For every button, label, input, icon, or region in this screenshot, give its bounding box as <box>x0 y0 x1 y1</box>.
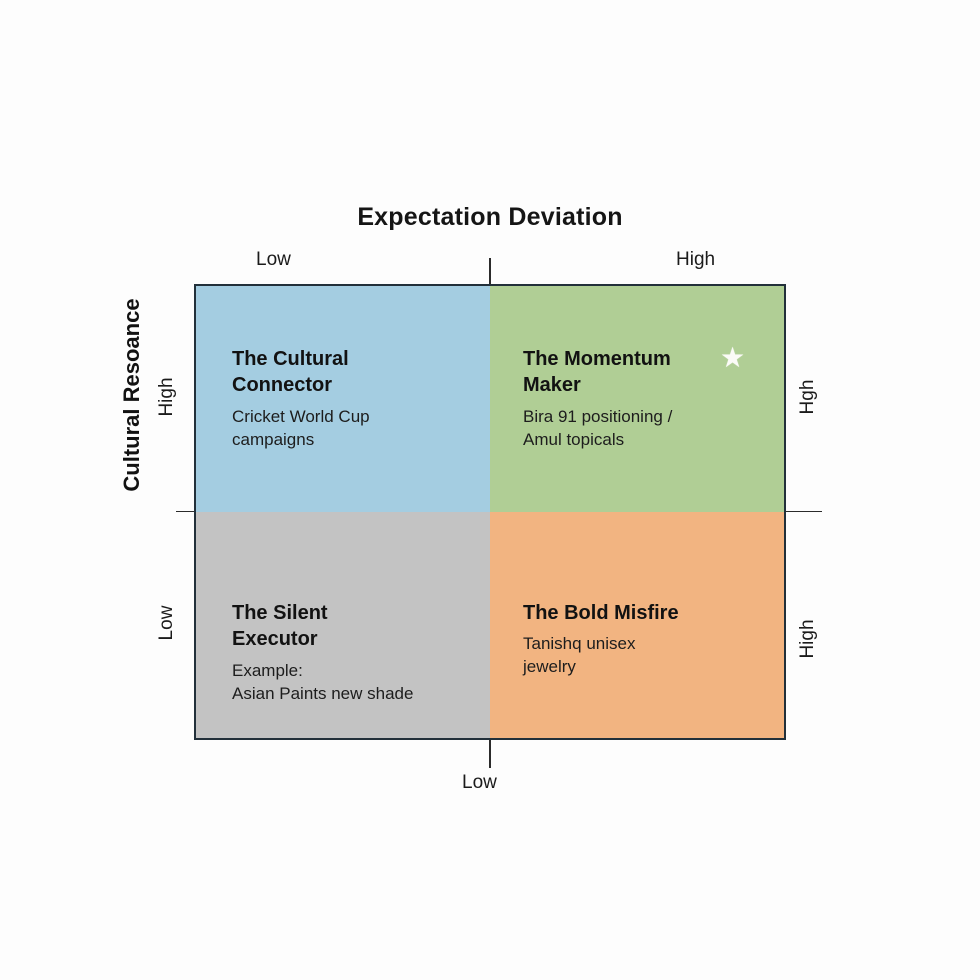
quadrant-title: The Momentum Maker <box>523 346 770 399</box>
quadrant-subtitle-line2: jewelry <box>523 657 576 677</box>
quadrant-subtitle: Example: Asian Paints new shade <box>232 660 476 706</box>
axis-tick-right <box>786 511 822 512</box>
quadrant-subtitle-line2: Amul topicals <box>523 429 625 449</box>
quadrant-subtitle: Tanishq unisex jewelry <box>523 633 770 679</box>
quadrant-title-line2: Executor <box>232 628 318 651</box>
quadrant-subtitle-line1: Example: <box>232 660 303 680</box>
quadrant-title-line1: The Cultural <box>232 348 349 370</box>
quadrant-subtitle-line1: Tanishq unisex <box>523 634 636 654</box>
quadrant-subtitle-line1: Bira 91 positioning / <box>523 406 673 426</box>
quadrant-title: The Silent Executor <box>232 600 476 653</box>
quadrant-subtitle-line2: campaigns <box>232 429 315 449</box>
x-axis-tick-low: Low <box>256 249 291 270</box>
y-axis-right-tick-top: Hgh <box>797 379 818 415</box>
quadrant-title-line1: The Momentum <box>523 348 671 370</box>
quadrant-subtitle-line1: Cricket World Cup <box>232 406 370 426</box>
page-title: Expectation Deviation <box>357 203 623 231</box>
y-axis-right-tick-bottom: High <box>797 619 818 659</box>
quadrant-bold-misfire[interactable]: The Bold Misfire Tanishq unisex jewelry <box>490 512 784 738</box>
quadrant-title-line2: Connector <box>232 374 332 397</box>
x-axis-bottom-label: Low <box>462 772 497 793</box>
quadrant-matrix: The Cultural Connector Cricket World Cup… <box>194 284 786 740</box>
quadrant-title: The Bold Misfire <box>523 600 770 626</box>
y-axis-tick-high: High <box>156 377 177 417</box>
quadrant-title-line1: The Silent <box>232 602 328 624</box>
quadrant-subtitle-line2: Asian Paints new shade <box>232 683 414 703</box>
quadrant-subtitle: Bira 91 positioning / Amul topicals <box>523 406 770 452</box>
quadrant-momentum-maker[interactable]: The Momentum Maker Bira 91 positioning /… <box>490 286 784 512</box>
star-icon: ★ <box>720 342 746 373</box>
quadrant-title-line2: Maker <box>523 374 581 397</box>
y-axis-tick-low: Low <box>156 605 177 641</box>
quadrant-title-line1: The Bold Misfire <box>523 602 679 624</box>
quadrant-title: The Cultural Connector <box>232 346 476 399</box>
quadrant-subtitle: Cricket World Cup campaigns <box>232 406 476 452</box>
quadrant-cultural-connector[interactable]: The Cultural Connector Cricket World Cup… <box>196 286 490 512</box>
quadrant-silent-executor[interactable]: The Silent Executor Example: Asian Paint… <box>196 512 490 738</box>
y-axis-title: Cultural Resoance <box>119 298 144 492</box>
x-axis-tick-high: High <box>676 249 716 270</box>
